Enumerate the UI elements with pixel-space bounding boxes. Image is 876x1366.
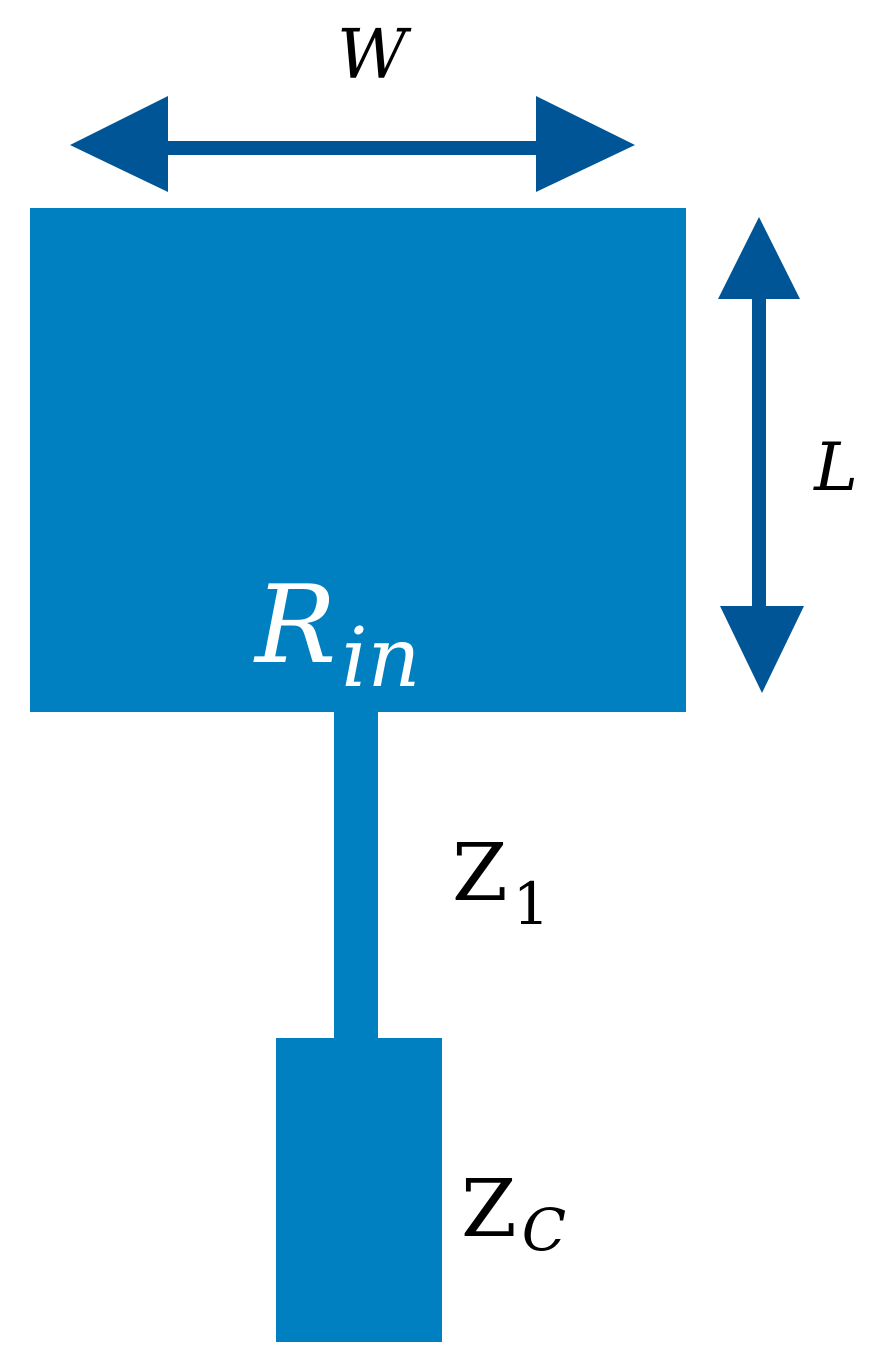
feedline-impedance-main: Z	[452, 826, 508, 919]
patch-rectangle	[30, 208, 686, 712]
width-arrow-left-head	[70, 96, 168, 192]
feedline-impedance-label: Z 1	[452, 826, 550, 938]
length-dimension-arrow	[718, 217, 804, 693]
width-label: W	[337, 16, 412, 95]
connector-block	[276, 1038, 442, 1342]
feedline	[334, 705, 378, 1045]
width-arrow-right-head	[536, 96, 635, 192]
connector-impedance-main: Z	[461, 1162, 517, 1255]
length-label: L	[813, 429, 858, 506]
input-resistance-main: R	[253, 563, 336, 688]
input-resistance-subscript: in	[341, 611, 420, 706]
length-arrow-bottom-head	[720, 606, 804, 693]
input-resistance-label: R in	[253, 563, 420, 706]
width-arrow-shaft	[165, 141, 540, 155]
connector-impedance-label: Z C	[461, 1162, 566, 1264]
feedline-impedance-subscript: 1	[513, 870, 550, 938]
connector-impedance-subscript: C	[522, 1196, 566, 1264]
length-arrow-shaft	[752, 292, 766, 622]
length-arrow-top-head	[718, 217, 800, 299]
width-dimension-arrow	[70, 96, 635, 192]
